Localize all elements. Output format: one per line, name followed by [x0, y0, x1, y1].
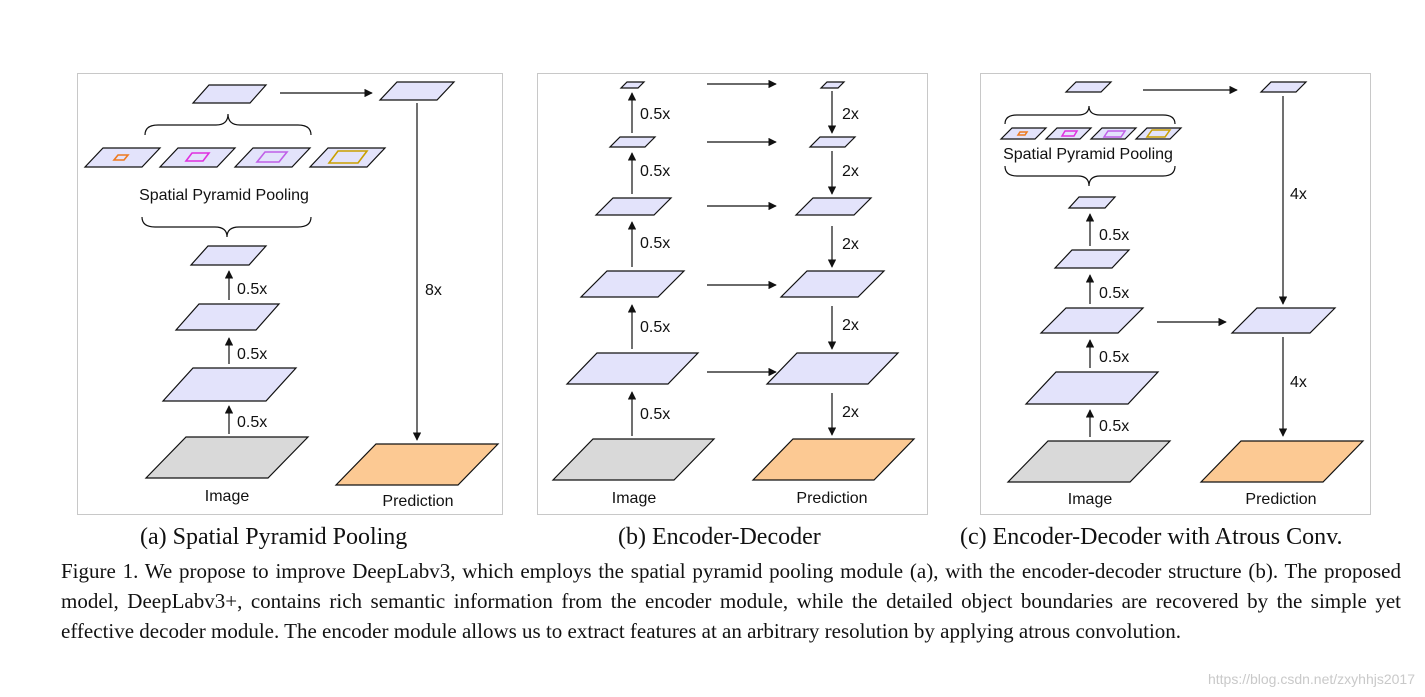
subcaption-a: (a) Spatial Pyramid Pooling [140, 524, 408, 550]
c-dec-label-2: 4x [1290, 374, 1307, 391]
c-enc-map-4 [1067, 196, 1117, 209]
b-dec-label-3: 2x [842, 236, 859, 253]
b-image-label: Image [612, 490, 657, 507]
c-pool-region-3 [1102, 130, 1127, 138]
a-image-map [144, 436, 310, 479]
a-image-label: Image [205, 488, 250, 505]
b-dec-map-5 [819, 81, 846, 89]
panel-c-diagram [999, 81, 1365, 483]
architecture-diagrams: Spatial Pyramid Pooling 0.5x 0.5x 0.5x 8… [83, 79, 1365, 510]
a-feature-map-1 [161, 367, 298, 402]
c-prediction-label: Prediction [1245, 491, 1316, 508]
b-dec-map-3 [794, 197, 873, 216]
b-dec-map-4 [808, 136, 857, 148]
a-upper-brace [144, 113, 312, 136]
c-spp-label: Spatial Pyramid Pooling [1003, 146, 1173, 163]
c-lower-brace [1004, 165, 1176, 187]
watermark: https://blog.csdn.net/zxyhhjs2017 [1207, 671, 1415, 687]
c-dec-map-top [1259, 81, 1308, 93]
b-enc-map-4 [608, 136, 657, 148]
b-dec-label-1: 2x [842, 106, 859, 123]
a-pool-map-3 [233, 147, 312, 168]
b-enc-map-5 [619, 81, 646, 89]
c-concat-map [1064, 81, 1113, 93]
c-pool-region-4 [1145, 129, 1172, 138]
a-lower-brace [141, 216, 312, 238]
a-upsample-label: 8x [425, 282, 442, 299]
a-feature-map-2 [174, 303, 281, 331]
c-enc-map-3 [1053, 249, 1131, 269]
c-enc-map-1 [1024, 371, 1160, 405]
b-enc-label-1: 0.5x [640, 406, 670, 423]
b-dec-map-1 [765, 352, 900, 385]
a-prediction-map [334, 443, 500, 486]
panel-a-diagram [83, 81, 500, 486]
a-pool-region-2 [184, 152, 211, 162]
c-pool-map-2 [1044, 127, 1093, 140]
b-enc-map-3 [594, 197, 673, 216]
b-enc-label-3: 0.5x [640, 235, 670, 252]
b-enc-label-5: 0.5x [640, 106, 670, 123]
a-pool-map-2 [158, 147, 237, 168]
figure-caption-text: Figure 1. We propose to improve DeepLabv… [61, 559, 1401, 643]
c-enc-label-2: 0.5x [1099, 349, 1129, 366]
c-enc-label-4: 0.5x [1099, 227, 1129, 244]
b-dec-label-4: 2x [842, 317, 859, 334]
b-enc-label-4: 0.5x [640, 163, 670, 180]
a-scale-label-2: 0.5x [237, 346, 267, 363]
b-dec-label-5: 2x [842, 404, 859, 421]
b-enc-label-2: 0.5x [640, 319, 670, 336]
a-prediction-label: Prediction [382, 493, 453, 510]
c-dec-map-mid [1230, 307, 1337, 334]
b-prediction-label: Prediction [796, 490, 867, 507]
figure-caption: Figure 1. We propose to improve DeepLabv… [61, 556, 1401, 646]
panel-b-diagram [551, 79, 916, 481]
c-enc-label-1: 0.5x [1099, 418, 1129, 435]
a-decoder-map [378, 81, 456, 101]
a-scale-label-1: 0.5x [237, 414, 267, 431]
b-image-map [551, 438, 716, 481]
c-dec-label-1: 4x [1290, 186, 1307, 203]
c-pool-region-2 [1060, 130, 1079, 137]
a-scale-label-3: 0.5x [237, 281, 267, 298]
b-enc-map-1 [565, 352, 700, 385]
c-prediction-map [1199, 440, 1365, 483]
a-concat-map [191, 84, 268, 104]
c-pool-region-1 [1016, 131, 1029, 136]
a-pool-region-1 [112, 154, 130, 161]
a-spp-label: Spatial Pyramid Pooling [139, 187, 309, 204]
c-image-label: Image [1068, 491, 1113, 508]
b-dec-label-2: 2x [842, 163, 859, 180]
b-prediction-map [751, 438, 916, 481]
a-pool-region-3 [255, 151, 289, 163]
c-enc-label-3: 0.5x [1099, 285, 1129, 302]
a-pool-map-1 [83, 147, 162, 168]
c-pool-map-1 [999, 127, 1048, 140]
subcaption-b: (b) Encoder-Decoder [618, 524, 821, 550]
a-feature-map-3 [189, 245, 268, 266]
b-enc-map-2 [579, 270, 686, 298]
subcaption-c: (c) Encoder-Decoder with Atrous Conv. [960, 524, 1343, 550]
a-pool-region-4 [327, 150, 369, 164]
c-upper-brace [1004, 105, 1176, 125]
c-enc-map-2 [1039, 307, 1145, 334]
c-image-map [1006, 440, 1172, 483]
b-dec-map-2 [779, 270, 886, 298]
